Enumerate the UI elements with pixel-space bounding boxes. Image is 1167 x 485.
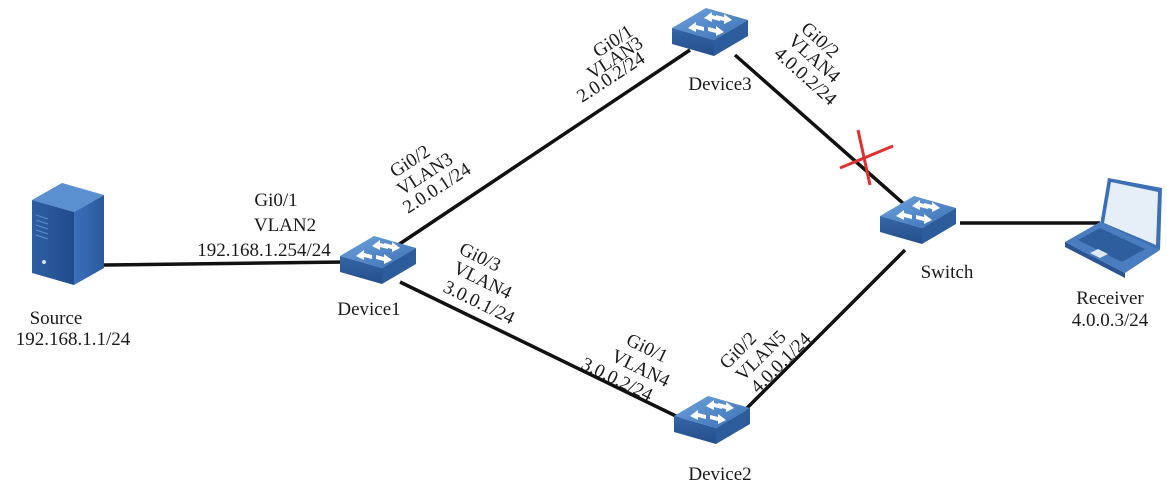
device3-switch-icon[interactable] [672, 8, 748, 56]
device1-name-label: Device1 [337, 299, 400, 320]
switch-name-label: Switch [921, 262, 974, 283]
device1-switch-icon[interactable] [340, 236, 416, 284]
receiver-name-label: Receiver [1076, 288, 1144, 309]
device2-name-label: Device2 [688, 464, 751, 485]
source-name-label: Source [30, 308, 83, 329]
source-ip-label: 192.168.1.1/24 [16, 329, 131, 350]
switch-icon[interactable] [880, 196, 956, 244]
d1-gi01-ip-label: 192.168.1.254/24 [197, 240, 331, 261]
receiver-laptop-icon [1065, 178, 1162, 278]
link-device2-switch [743, 248, 907, 412]
link-down-mark-icon [839, 129, 894, 186]
link-device3-switch [733, 53, 907, 207]
device2-switch-icon[interactable] [674, 396, 750, 444]
source-server-icon [32, 183, 104, 285]
d1-gi01-vlan-label: VLAN2 [254, 215, 316, 236]
link-source-device1 [103, 260, 346, 267]
d1-gi01-port-label: Gi0/1 [254, 190, 297, 211]
receiver-ip-label: 4.0.0.3/24 [1072, 310, 1149, 331]
device3-name-label: Device3 [688, 74, 751, 95]
link-device1-device3 [397, 48, 691, 247]
link-device1-device2 [399, 280, 681, 420]
